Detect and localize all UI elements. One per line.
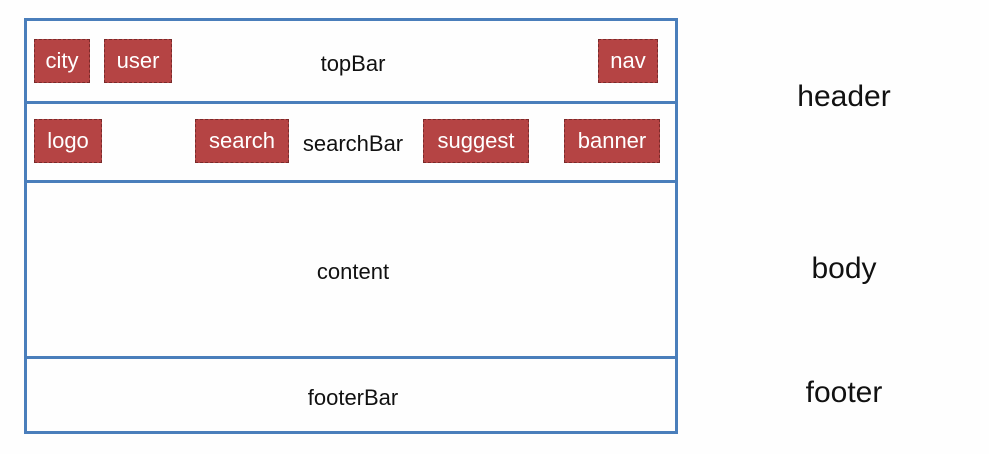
divider-content-footerbar xyxy=(27,356,675,359)
divider-searchbar-content xyxy=(27,180,675,183)
banner-box: banner xyxy=(564,119,660,163)
footer-label: footer xyxy=(805,376,883,409)
user-box: user xyxy=(104,39,172,83)
header-label: header xyxy=(797,80,891,113)
search-box: search xyxy=(195,119,289,163)
searchbar-label: searchBar xyxy=(302,131,404,156)
footerbar-label: footerBar xyxy=(307,385,399,410)
body-label: body xyxy=(811,252,877,285)
nav-box: nav xyxy=(598,39,658,83)
logo-box: logo xyxy=(34,119,102,163)
content-label: content xyxy=(316,259,390,284)
divider-topbar-searchbar xyxy=(27,101,675,104)
suggest-box: suggest xyxy=(423,119,529,163)
city-box: city xyxy=(34,39,90,83)
layout-frame: city user topBar nav logo search searchB… xyxy=(24,18,678,434)
topbar-label: topBar xyxy=(320,51,386,76)
